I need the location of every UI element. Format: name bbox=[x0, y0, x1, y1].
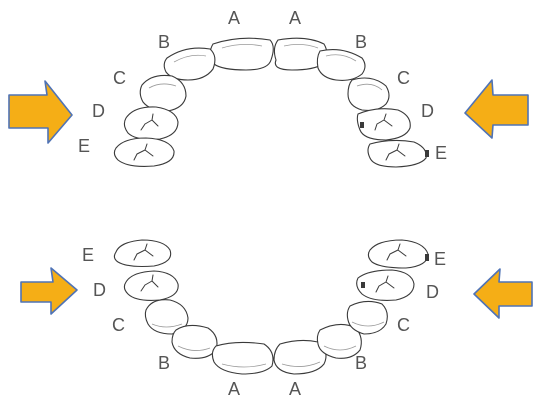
label-upper-A-left: A bbox=[228, 8, 240, 28]
lower-tooth-B-left bbox=[172, 325, 217, 358]
label-lower-B-left: B bbox=[158, 353, 170, 373]
label-lower-C-left: C bbox=[112, 315, 125, 335]
label-upper-A-right: A bbox=[289, 8, 301, 28]
label-upper-C-left: C bbox=[113, 68, 126, 88]
upper-tooth-D-right bbox=[357, 109, 410, 140]
upper-tooth-B-left bbox=[164, 48, 215, 80]
label-lower-D-left: D bbox=[93, 280, 106, 300]
pointer-arrows bbox=[9, 80, 532, 318]
label-lower-D-right: D bbox=[426, 282, 439, 302]
lower-tooth-A-left bbox=[212, 342, 273, 374]
tooth-mark bbox=[361, 282, 365, 288]
lower-tooth-E-right bbox=[368, 240, 429, 268]
label-lower-B-right: B bbox=[355, 353, 367, 373]
label-lower-A-left: A bbox=[228, 379, 240, 399]
label-upper-E-left: E bbox=[78, 136, 90, 156]
tooth-mark bbox=[360, 122, 364, 128]
lower-tooth-E-left bbox=[114, 240, 170, 267]
label-upper-B-left: B bbox=[158, 32, 170, 52]
upper-tooth-A-left bbox=[210, 38, 273, 70]
label-lower-E-right: E bbox=[434, 249, 446, 269]
label-upper-E-right: E bbox=[435, 143, 447, 163]
upper-tooth-C-right bbox=[348, 78, 389, 110]
label-lower-E-left: E bbox=[82, 245, 94, 265]
label-upper-C-right: C bbox=[397, 68, 410, 88]
upper-tooth-D-left bbox=[124, 107, 178, 139]
arrow-left-icon bbox=[474, 269, 532, 318]
lower-tooth-C-right bbox=[347, 301, 387, 334]
label-lower-C-right: C bbox=[397, 315, 410, 335]
upper-tooth-B-right bbox=[317, 50, 365, 81]
label-upper-B-right: B bbox=[355, 32, 367, 52]
upper-arch bbox=[114, 38, 429, 167]
lower-tooth-D-right bbox=[357, 270, 414, 300]
label-upper-D-left: D bbox=[92, 101, 105, 121]
upper-tooth-E-left bbox=[114, 138, 174, 166]
arrow-left-icon bbox=[465, 80, 528, 138]
upper-tooth-E-right bbox=[368, 140, 429, 167]
tooth-mark bbox=[425, 150, 429, 157]
arrow-right-icon bbox=[9, 81, 72, 143]
arrow-right-icon bbox=[21, 268, 77, 314]
tooth-mark bbox=[425, 254, 429, 261]
label-lower-A-right: A bbox=[289, 379, 301, 399]
lower-tooth-D-left bbox=[124, 271, 178, 300]
label-upper-D-right: D bbox=[421, 101, 434, 121]
upper-tooth-C-left bbox=[140, 75, 186, 111]
